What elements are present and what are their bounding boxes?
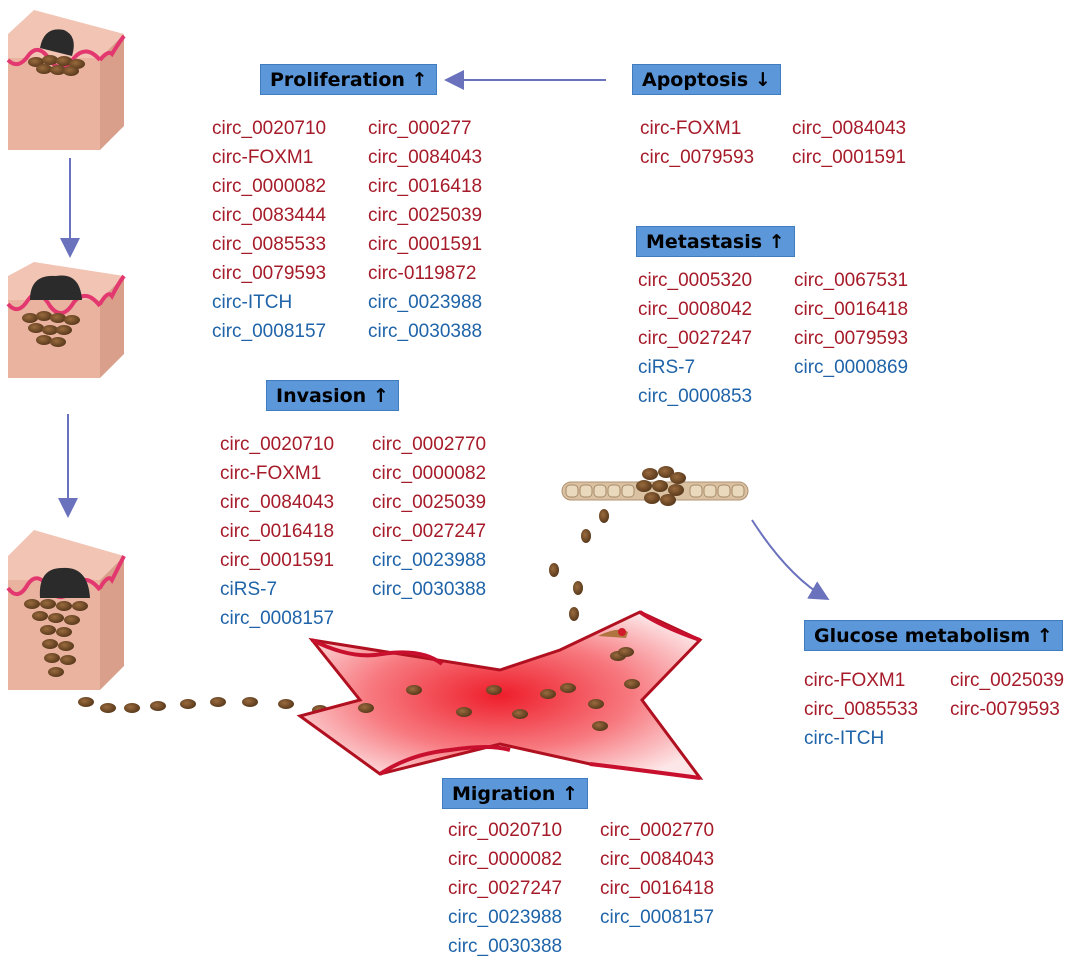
apoptosis-col-1: circ-FOXM1 circ_0079593 bbox=[640, 114, 754, 172]
circrna-item: circ_0016418 bbox=[368, 176, 483, 197]
skin-block-stage-2 bbox=[6, 262, 126, 378]
circrna-item: circ_0016418 bbox=[794, 299, 909, 320]
endothelial-layer bbox=[561, 466, 749, 506]
blood-vessel bbox=[296, 610, 704, 780]
apoptosis-header: Apoptosis ↓ bbox=[632, 64, 781, 95]
metastasis-col-1: circ_0005320 circ_0008042 circ_0027247 ciRS… bbox=[638, 266, 752, 411]
circrna-item: circ_0000082 bbox=[212, 176, 327, 197]
circrna-item: circ_0084043 bbox=[600, 849, 715, 870]
circrna-item: circ_0030388 bbox=[368, 321, 483, 342]
circrna-item: circ_0027247 bbox=[372, 521, 487, 542]
circrna-item: circ_0000082 bbox=[372, 463, 487, 484]
tumor-cells-1 bbox=[28, 55, 85, 76]
circrna-item: circ_0079593 bbox=[212, 263, 327, 284]
circrna-item: circ-0079593 bbox=[950, 699, 1060, 720]
circrna-item: ciRS-7 bbox=[220, 579, 278, 600]
glucose-metabolism-arrow bbox=[751, 519, 830, 601]
circrna-item: circ_0079593 bbox=[794, 328, 909, 349]
circrna-item: circ_0020710 bbox=[448, 820, 563, 841]
circrna-item: circ-ITCH bbox=[804, 728, 885, 749]
circrna-item: circ_0027247 bbox=[638, 328, 753, 349]
circrna-item: circ_0002770 bbox=[372, 434, 487, 455]
circrna-item: circ_0001591 bbox=[368, 234, 483, 255]
migrating-cell-trail bbox=[78, 697, 328, 715]
circrna-item: circ_0000853 bbox=[638, 386, 753, 407]
glucose-col-2: circ_0025039 circ-0079593 bbox=[950, 666, 1064, 724]
circrna-item: circ_0000082 bbox=[448, 849, 563, 870]
extravasating-cells bbox=[549, 509, 609, 621]
proliferation-col-1: circ_0020710 circ-FOXM1 circ_0000082 circ_0… bbox=[212, 114, 326, 346]
metastasis-header: Metastasis ↑ bbox=[636, 226, 795, 257]
circrna-item: circ_0025039 bbox=[368, 205, 483, 226]
vessel-cells bbox=[358, 647, 640, 731]
migration-header: Migration ↑ bbox=[442, 778, 588, 809]
circrna-item: circ_0016418 bbox=[600, 878, 715, 899]
glucose-metabolism-header: Glucose metabolism ↑ bbox=[804, 620, 1063, 651]
glucose-col-1: circ-FOXM1 circ_0085533 circ-ITCH bbox=[804, 666, 918, 753]
circrna-item: circ_0025039 bbox=[950, 670, 1065, 691]
circrna-item: circ_0008042 bbox=[638, 299, 753, 320]
circrna-item: circ_0008157 bbox=[600, 907, 715, 928]
circrna-item: circ_0030388 bbox=[448, 936, 563, 957]
circrna-item: circ_0083444 bbox=[212, 205, 327, 226]
circrna-item: circ_0016418 bbox=[220, 521, 335, 542]
skin-block-stage-1 bbox=[6, 10, 126, 150]
circrna-item: circ_0023988 bbox=[448, 907, 563, 928]
circrna-item: circ-FOXM1 bbox=[212, 147, 314, 168]
circrna-item: circ_0025039 bbox=[372, 492, 487, 513]
circrna-item: circ_0008157 bbox=[220, 608, 335, 629]
circrna-item: circ_0085533 bbox=[212, 234, 327, 255]
circrna-item: circ_0020710 bbox=[212, 118, 327, 139]
circrna-item: circ-FOXM1 bbox=[640, 118, 742, 139]
invasion-header: Invasion ↑ bbox=[266, 380, 399, 411]
circrna-item: circ_0084043 bbox=[792, 118, 907, 139]
skin-block-stage-3 bbox=[6, 530, 126, 690]
circrna-item: circ_0030388 bbox=[372, 579, 487, 600]
circrna-item: circ_0085533 bbox=[804, 699, 919, 720]
circrna-item: circ_0084043 bbox=[368, 147, 483, 168]
circrna-item: circ_0001591 bbox=[220, 550, 335, 571]
circrna-item: circ-0119872 bbox=[368, 263, 477, 284]
tumor-cells-2 bbox=[22, 311, 80, 347]
circrna-item: circ-ITCH bbox=[212, 292, 293, 313]
circrna-item: circ_0067531 bbox=[794, 270, 909, 291]
circrna-item: circ-FOXM1 bbox=[220, 463, 322, 484]
tumor-cell-cluster bbox=[636, 466, 686, 506]
circrna-item: circ_0023988 bbox=[372, 550, 487, 571]
circrna-item: circ_0020710 bbox=[220, 434, 335, 455]
circrna-item: circ_0027247 bbox=[448, 878, 563, 899]
circrna-item: circ_0084043 bbox=[220, 492, 335, 513]
proliferation-header: Proliferation ↑ bbox=[260, 64, 438, 95]
apoptosis-col-2: circ_0084043 circ_0001591 bbox=[792, 114, 906, 172]
tumor-cells-3 bbox=[24, 599, 88, 677]
circrna-item: circ_000277 bbox=[368, 118, 472, 139]
circrna-item: circ_0000869 bbox=[794, 357, 909, 378]
circrna-item: ciRS-7 bbox=[638, 357, 696, 378]
proliferation-col-2: circ_000277 circ_0084043 circ_0016418 circ_… bbox=[368, 114, 482, 346]
invasion-col-1: circ_0020710 circ-FOXM1 circ_0084043 circ_0… bbox=[220, 430, 334, 633]
circrna-item: circ_0023988 bbox=[368, 292, 483, 313]
circrna-item: circ_0005320 bbox=[638, 270, 753, 291]
circrna-item: circ_0079593 bbox=[640, 147, 755, 168]
circrna-item: circ_0008157 bbox=[212, 321, 327, 342]
circrna-item: circ_0001591 bbox=[792, 147, 907, 168]
circrna-item: circ_0002770 bbox=[600, 820, 715, 841]
circrna-item: circ-FOXM1 bbox=[804, 670, 906, 691]
